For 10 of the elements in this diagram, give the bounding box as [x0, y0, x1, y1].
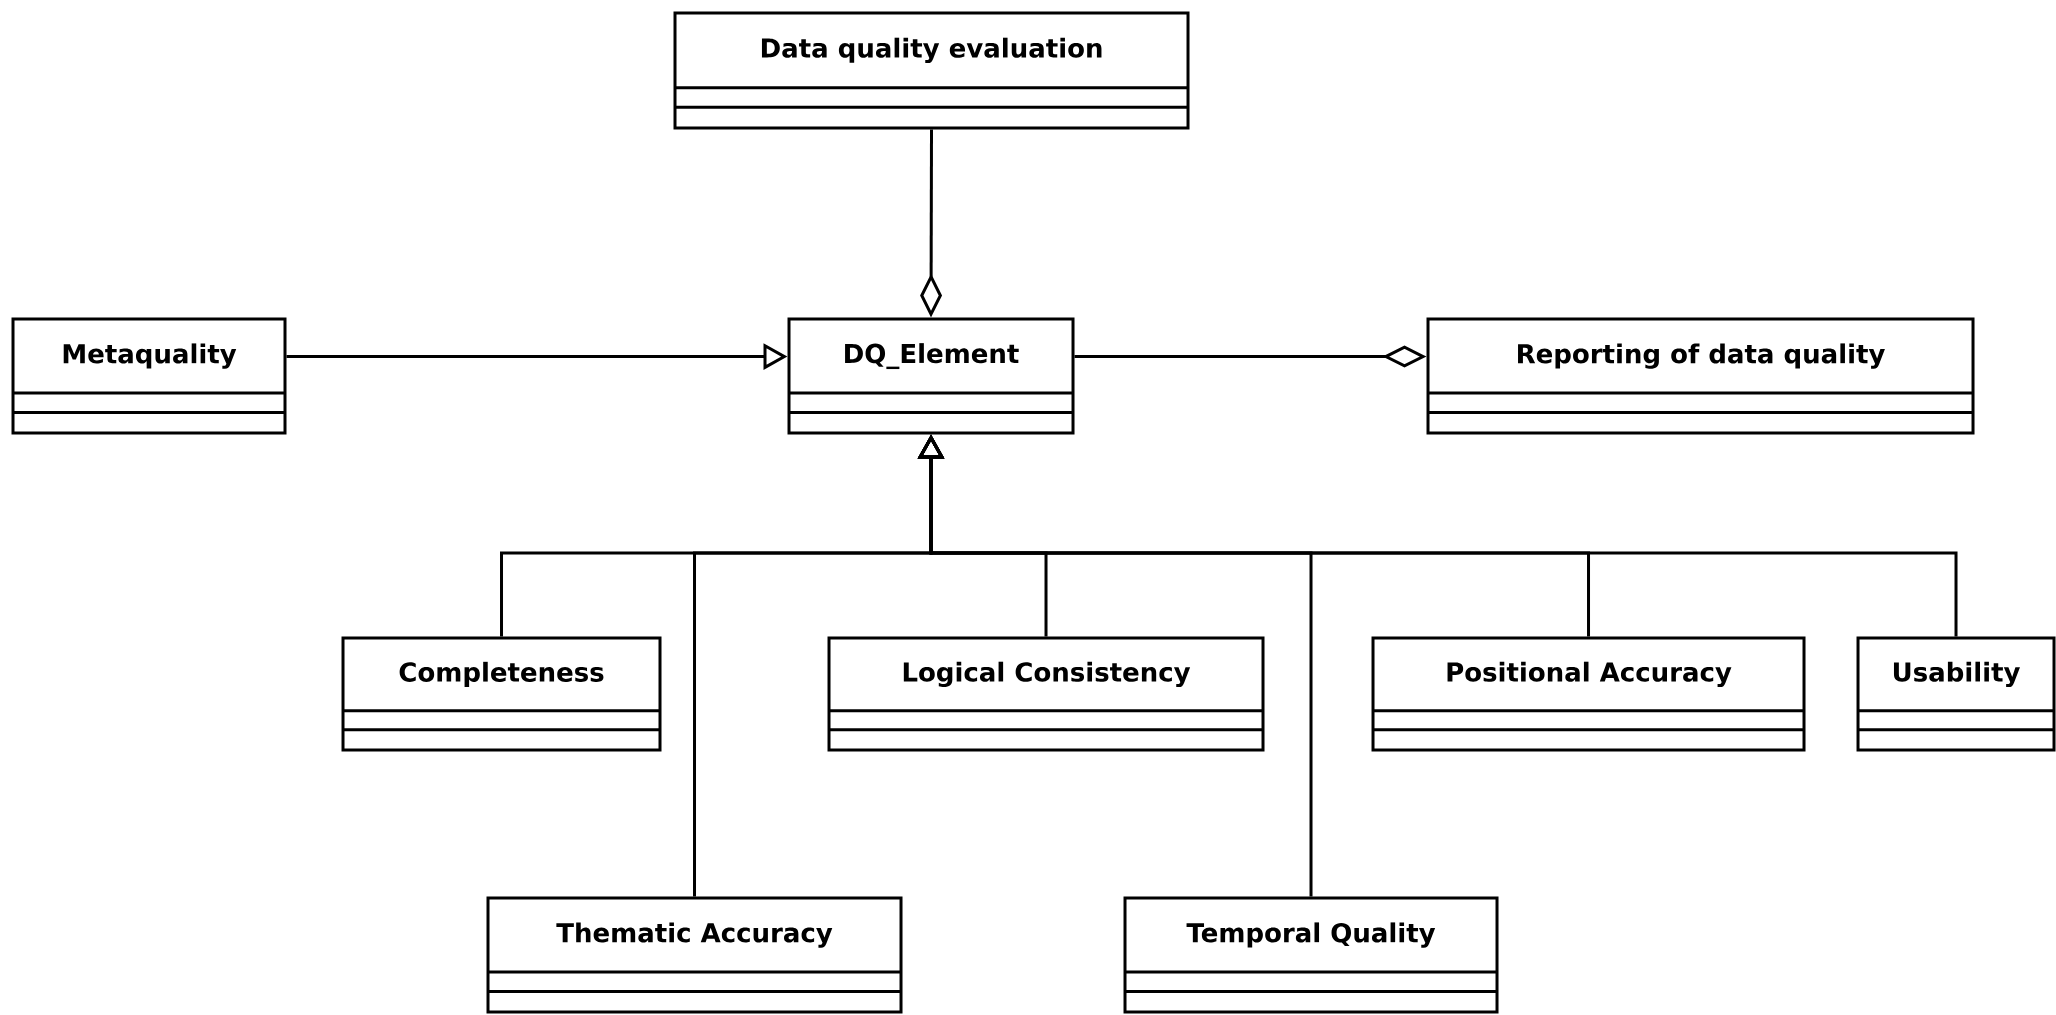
class-box: Metaquality [11, 317, 287, 435]
class-box: Positional Accuracy [1371, 636, 1806, 752]
class-box: Temporal Quality [1123, 896, 1499, 1014]
class-box: Usability [1856, 636, 2056, 752]
class-box: Logical Consistency [827, 636, 1265, 752]
class-box: Reporting of data quality [1426, 317, 1975, 435]
class-box: Completeness [341, 636, 662, 752]
class-box: DQ_Element [787, 317, 1075, 435]
class-box: Data quality evaluation [673, 11, 1190, 130]
class-box: Thematic Accuracy [486, 896, 903, 1014]
